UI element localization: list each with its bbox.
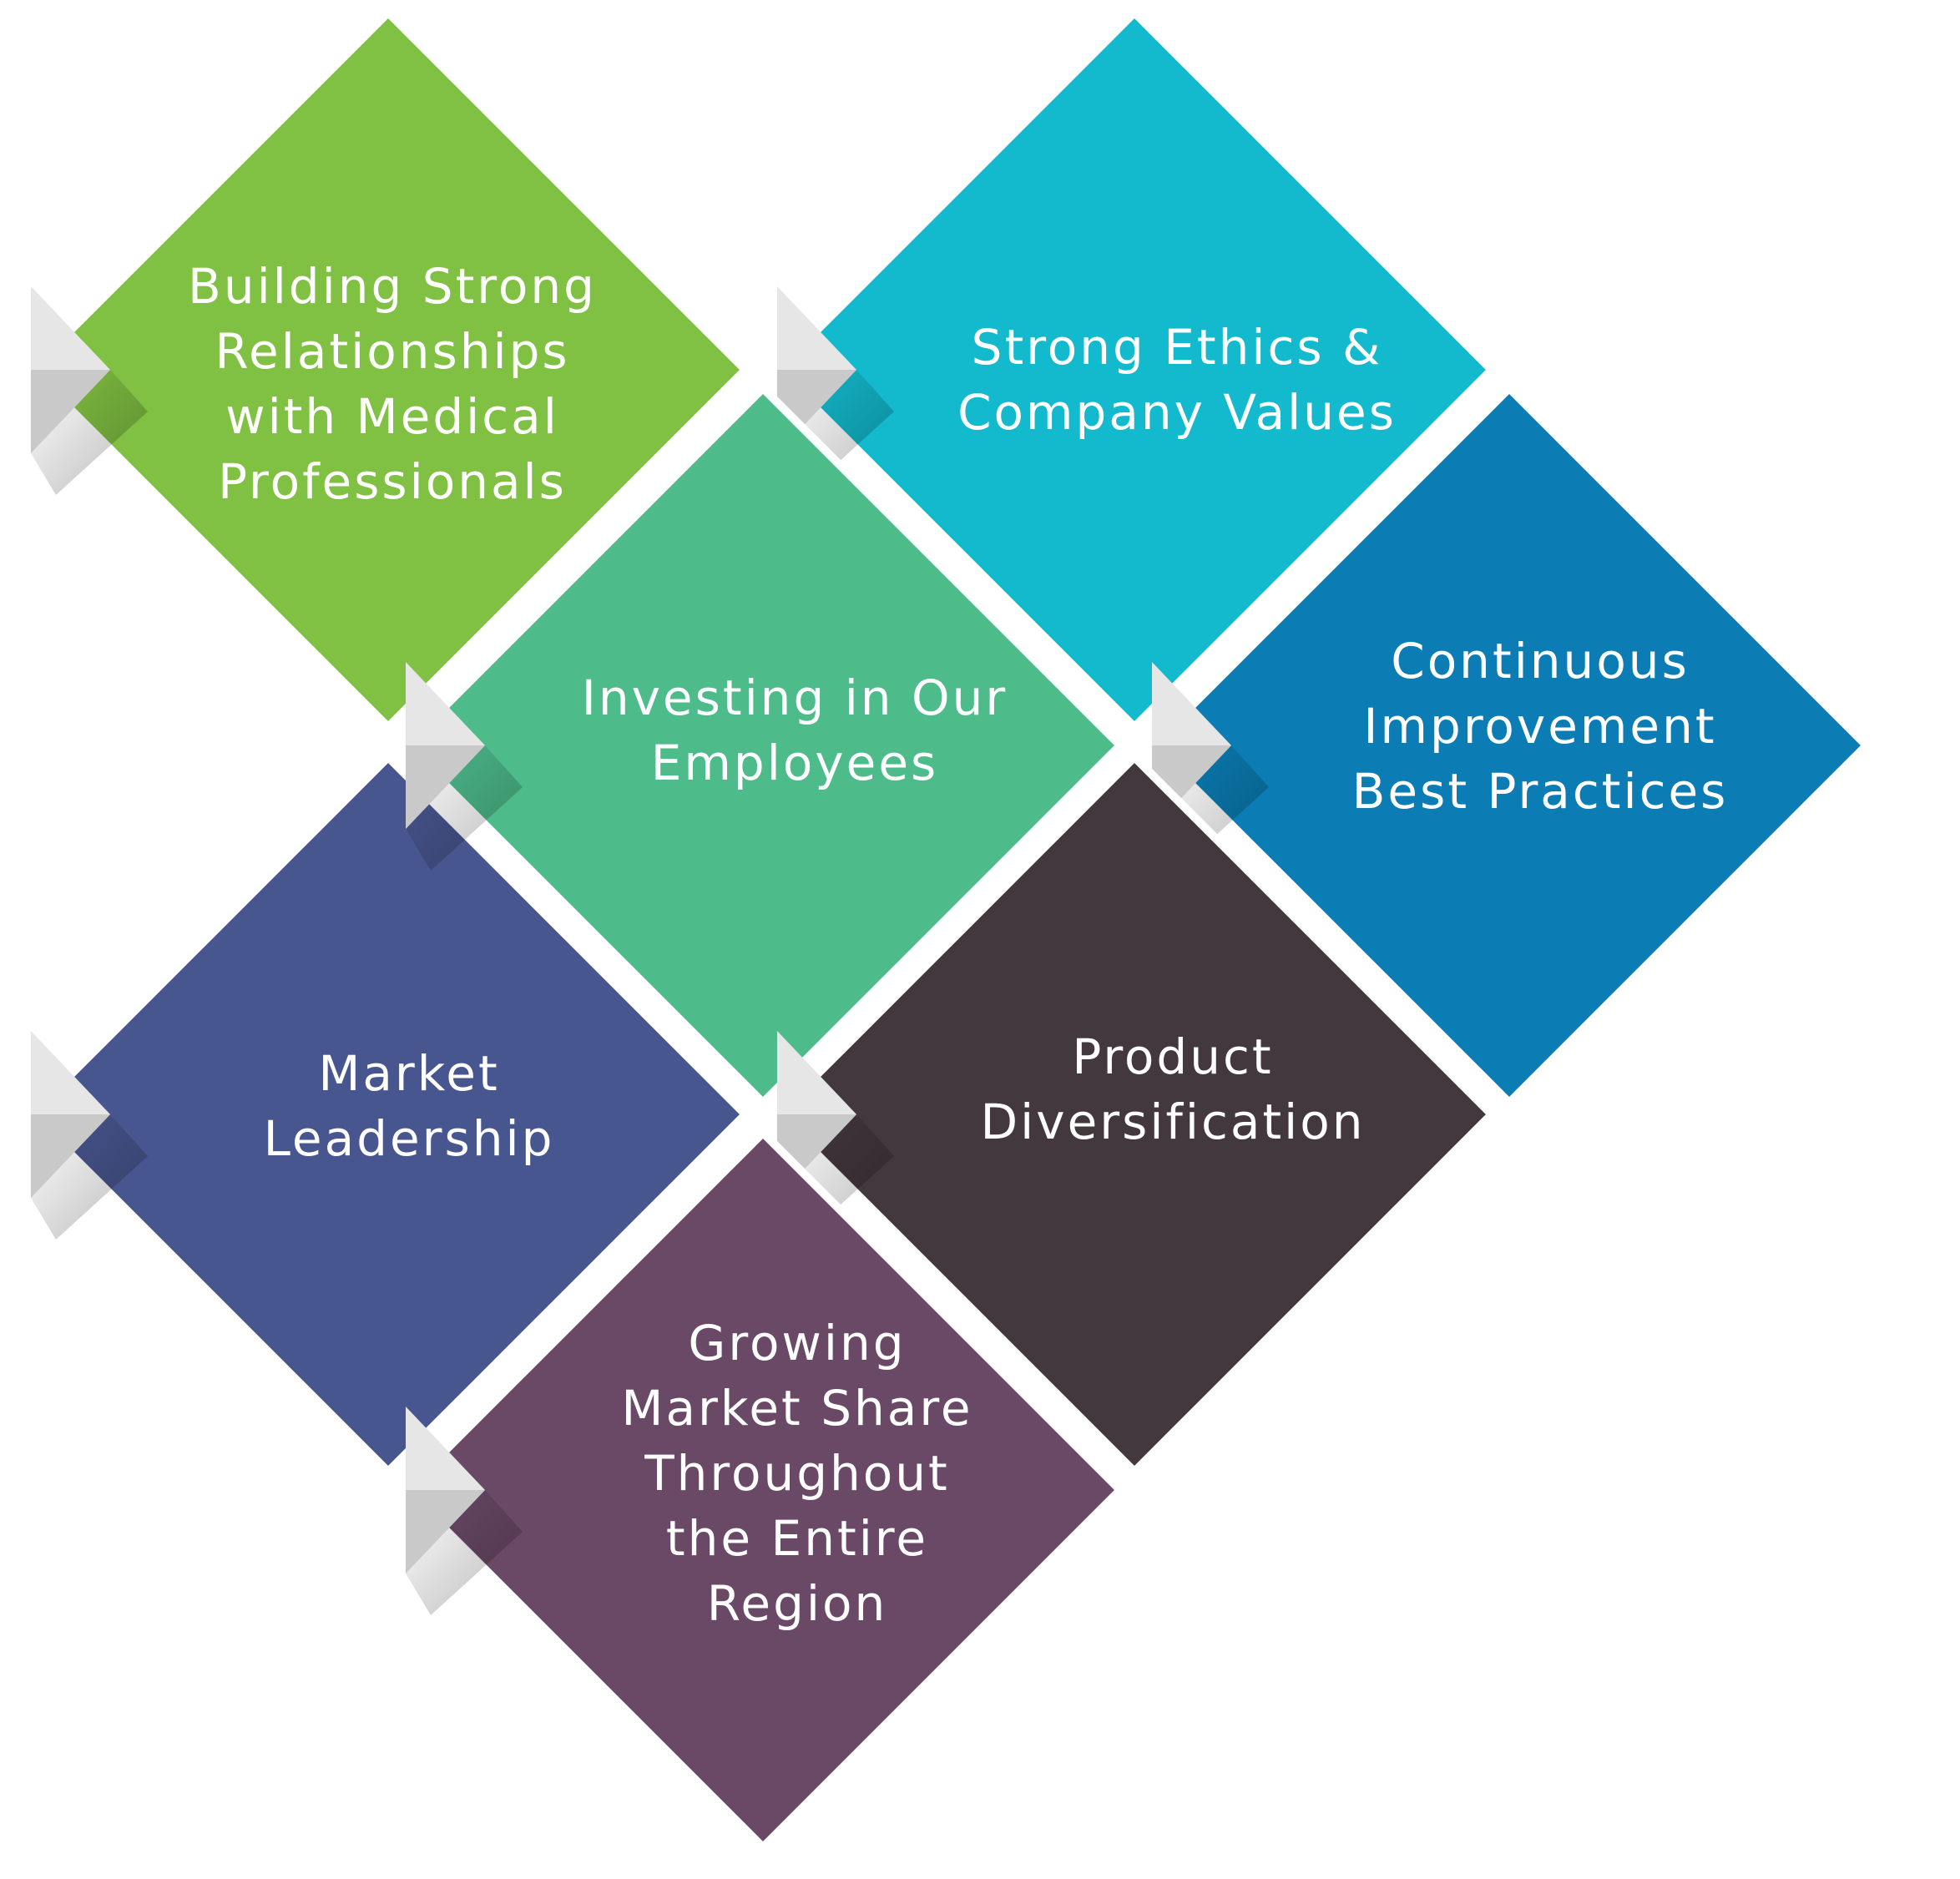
tile-label-building-relationships: Building Strong Relationships with Medic… [188, 258, 597, 510]
tile-label-growing-market-share: Growing Market Share Throughout the Enti… [621, 1315, 973, 1632]
diamond-shape-growing-market-share [399, 1126, 1127, 1854]
diamond-product-diversification [770, 750, 1498, 1478]
diamond-strong-ethics [770, 6, 1498, 734]
diamond-continuous-improvement [1145, 381, 1873, 1109]
fold-shadow-investing-employees [406, 745, 523, 871]
fold-shadow-building-relationships [31, 370, 148, 495]
diamond-investing-employees [399, 381, 1127, 1109]
tile-label-product-diversification: Product Diversification [980, 1028, 1366, 1150]
diamond-shape-continuous-improvement [1145, 381, 1873, 1109]
diamond-shape-product-diversification [770, 750, 1498, 1478]
tile-label-investing-employees: Investing in Our Employees [581, 669, 1008, 791]
diamond-shape-investing-employees [399, 381, 1127, 1109]
tile-label-market-leadership: Market Leadership [263, 1045, 555, 1167]
fold-shadow-market-leadership [31, 1114, 148, 1240]
fold-shadow-growing-market-share [406, 1490, 523, 1615]
tile-label-strong-ethics: Strong Ethics & Company Values [957, 319, 1397, 441]
diamond-shape-market-leadership [24, 750, 752, 1478]
tile-label-continuous-improvement: Continuous Improvement Best Practices [1351, 633, 1729, 820]
diamond-growing-market-share [399, 1126, 1127, 1854]
diamond-market-leadership [24, 750, 752, 1478]
diamond-shape-strong-ethics [770, 6, 1498, 734]
diamond-building-relationships [24, 6, 752, 734]
diamond-shape-building-relationships [24, 6, 752, 734]
